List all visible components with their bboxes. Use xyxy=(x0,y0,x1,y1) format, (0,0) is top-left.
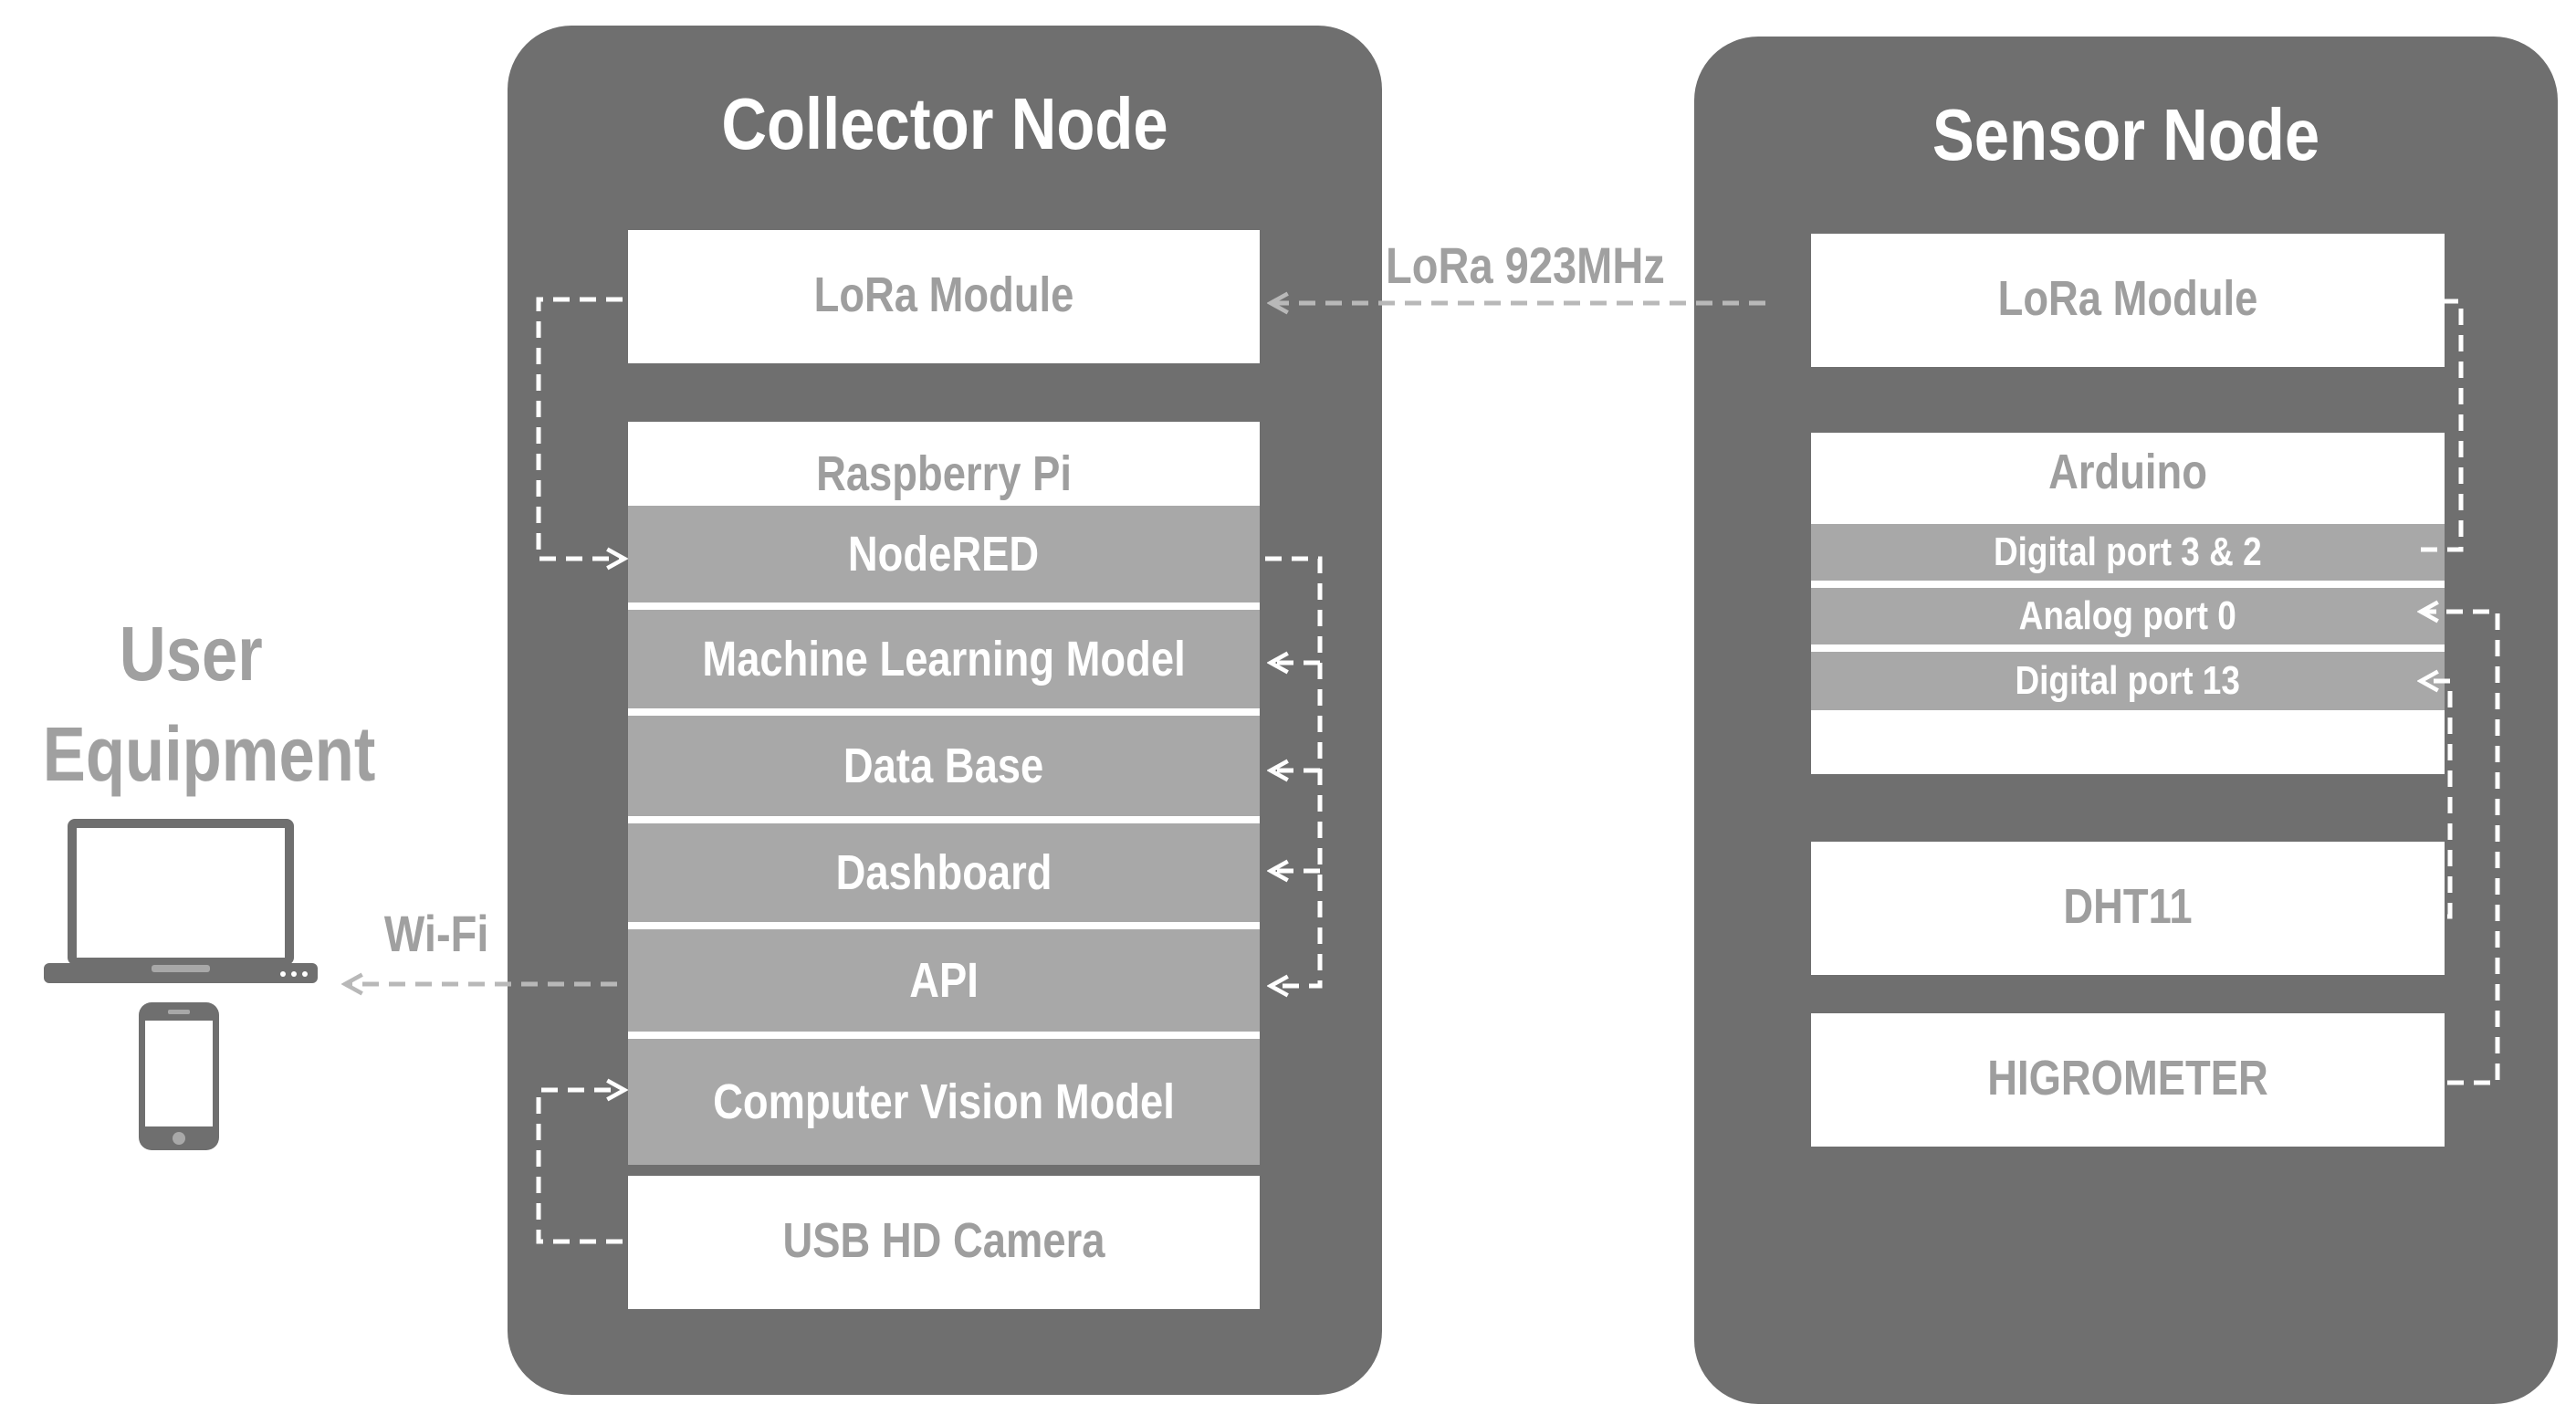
layer-nodered: NodeRED xyxy=(628,506,1260,602)
port-digital-3-2: Digital port 3 & 2 xyxy=(1811,524,2445,581)
layer-machine-learning-model: Machine Learning Model xyxy=(628,610,1260,708)
higrometer-sensor: HIGROMETER xyxy=(1811,1013,2445,1147)
sensor-lora-module-label: LoRa Module xyxy=(1997,271,2258,326)
usb-hd-camera-label: USB HD Camera xyxy=(782,1213,1105,1268)
layer-computer-vision-model: Computer Vision Model xyxy=(628,1039,1260,1165)
layer-nodered-label: NodeRED xyxy=(848,527,1040,582)
layer-dashboard-label: Dashboard xyxy=(835,845,1052,900)
wire-camera-to-cv xyxy=(536,1090,624,1244)
wifi-label: Wi-Fi xyxy=(383,905,489,962)
sensor-node: Sensor Node LoRa Module Arduino Digital … xyxy=(1694,37,2558,1404)
raspberry-pi-title: Raspberry Pi xyxy=(816,446,1072,501)
wire-lora-to-nodered xyxy=(536,297,624,559)
wire-port-to-sensor-lora xyxy=(2421,301,2464,552)
lora-link-label: LoRa 923MHz xyxy=(1386,236,1665,294)
smartphone-icon xyxy=(139,1002,219,1150)
dht11-label: DHT11 xyxy=(2063,879,2193,934)
layer-api-label: API xyxy=(909,953,979,1008)
port-digital-3-2-label: Digital port 3 & 2 xyxy=(1994,529,2262,574)
higrometer-label: HIGROMETER xyxy=(1987,1051,2268,1105)
wire-higrometer-to-analog0 xyxy=(2421,612,2500,1085)
layer-computer-vision-model-label: Computer Vision Model xyxy=(713,1074,1175,1129)
layer-dashboard: Dashboard xyxy=(628,823,1260,922)
laptop-icon xyxy=(44,819,318,983)
collector-node: Collector Node LoRa Module Raspberry Pi … xyxy=(508,26,1382,1395)
arduino-title: Arduino xyxy=(2048,445,2207,499)
layer-api: API xyxy=(628,929,1260,1032)
sensor-lora-module: LoRa Module xyxy=(1811,234,2445,367)
user-equipment-label-line1: User xyxy=(119,611,263,697)
layer-data-base-label: Data Base xyxy=(843,739,1044,793)
port-digital-13: Digital port 13 xyxy=(1811,652,2445,710)
port-digital-13-label: Digital port 13 xyxy=(2015,658,2241,703)
dht11-sensor: DHT11 xyxy=(1811,842,2445,975)
layer-data-base: Data Base xyxy=(628,716,1260,816)
collector-lora-module: LoRa Module xyxy=(628,230,1260,363)
collector-node-title: Collector Node xyxy=(721,83,1168,164)
arduino: Arduino Digital port 3 & 2 Analog port 0… xyxy=(1811,433,2445,774)
sensor-node-title: Sensor Node xyxy=(1932,94,2320,175)
port-analog-0-label: Analog port 0 xyxy=(2018,593,2237,638)
collector-lora-module-label: LoRa Module xyxy=(813,267,1074,322)
port-analog-0: Analog port 0 xyxy=(1811,588,2445,644)
usb-hd-camera: USB HD Camera xyxy=(628,1176,1260,1309)
layer-machine-learning-model-label: Machine Learning Model xyxy=(702,632,1186,686)
wire-dht11-to-port13 xyxy=(2421,681,2453,919)
raspberry-pi: Raspberry Pi NodeRED Machine Learning Mo… xyxy=(628,422,1260,1165)
